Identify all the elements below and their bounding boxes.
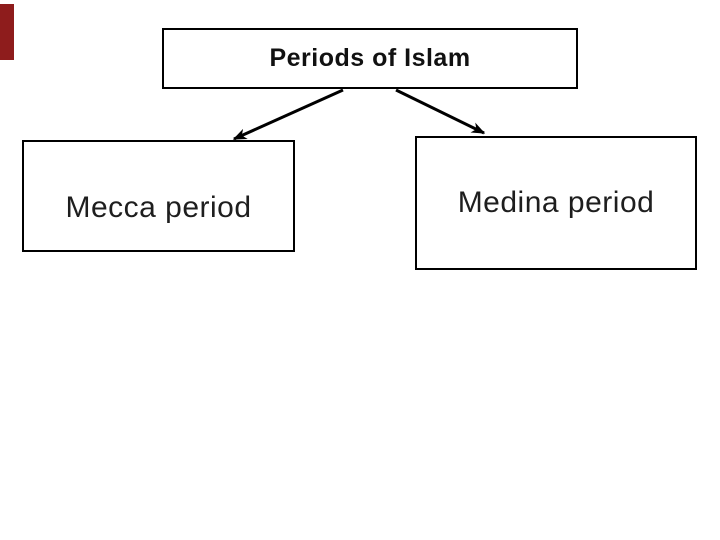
diagram-node-medina: Medina period bbox=[415, 136, 697, 270]
diagram-node-mecca: Mecca period bbox=[22, 140, 295, 252]
diagram-node-title-label: Periods of Islam bbox=[269, 44, 471, 72]
diagram-node-medina-label: Medina period bbox=[457, 186, 655, 219]
diagram-node-mecca-label: Mecca period bbox=[65, 191, 252, 224]
slide-edge-marker bbox=[0, 4, 14, 60]
diagram-node-title: Periods of Islam bbox=[162, 28, 578, 89]
connector-to-mecca bbox=[232, 88, 344, 141]
connector-to-medina bbox=[395, 88, 486, 135]
